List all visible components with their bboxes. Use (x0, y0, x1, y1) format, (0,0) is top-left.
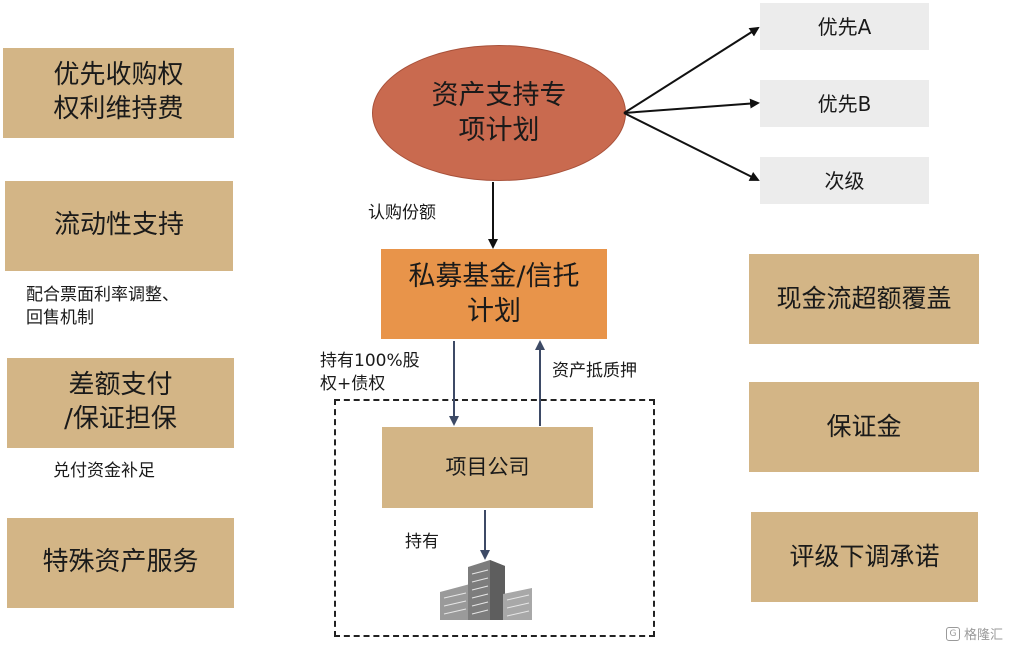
asset-pledge-label: 资产抵质押 (552, 361, 637, 381)
project-company-box: 项目公司 (382, 427, 593, 508)
hold-label: 持有 (405, 532, 439, 552)
watermark: G 格隆汇 (946, 624, 1003, 643)
guarantee-note: 兑付资金补足 (53, 461, 155, 481)
subscribe-label: 认购份额 (368, 203, 436, 223)
right-box-downgrade-commitment: 评级下调承诺 (751, 512, 978, 602)
arrow-to-senior-a (623, 26, 760, 114)
fund-trust-plan-box: 私募基金/信托 计划 (381, 249, 607, 339)
left-box-purchase-right: 优先收购权 权利维持费 (3, 48, 234, 138)
left-box-special-servicing: 特殊资产服务 (7, 518, 234, 608)
tranche-senior-a: 优先A (760, 3, 929, 50)
abs-plan-ellipse: 资产支持专 项计划 (372, 45, 626, 181)
hold-equity-debt-label: 持有100%股 权+债权 (320, 351, 420, 394)
tranche-subordinate: 次级 (760, 157, 929, 204)
watermark-text: 格隆汇 (964, 628, 1004, 643)
right-box-deposit: 保证金 (749, 382, 979, 472)
right-box-overcollateral: 现金流超额覆盖 (749, 254, 979, 344)
liquidity-note: 配合票面利率调整、 回售机制 (26, 285, 179, 328)
arrow-to-senior-b (623, 98, 760, 114)
left-box-guarantee: 差额支付 /保证担保 (7, 358, 234, 448)
arrow-to-subordinate (623, 112, 760, 181)
tranche-senior-b: 优先B (760, 80, 929, 127)
building-icon (440, 560, 532, 620)
project-boundary (334, 399, 655, 637)
left-box-liquidity-support: 流动性支持 (5, 181, 233, 271)
watermark-logo-icon: G (946, 626, 960, 641)
